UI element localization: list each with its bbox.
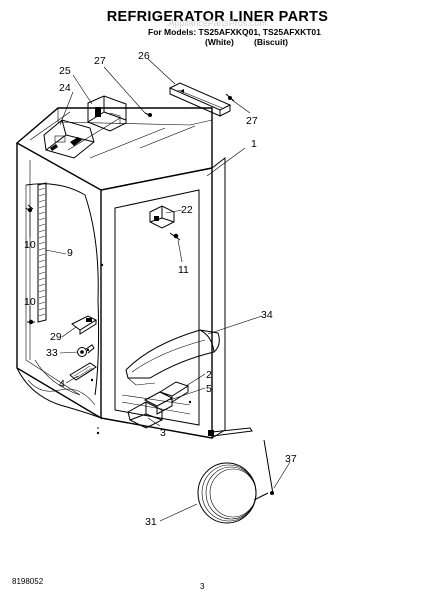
part-3-bracket xyxy=(127,401,163,429)
callout-9: 9 xyxy=(67,247,73,259)
leader-lines xyxy=(29,58,291,522)
liner-top xyxy=(15,107,213,191)
callout-26: 26 xyxy=(138,50,150,62)
callout-33: 33 xyxy=(46,347,58,359)
callout-29: 29 xyxy=(50,331,62,343)
part-10-screw-lower xyxy=(27,319,35,325)
watermark: AppliancePartsPros.com xyxy=(168,18,267,28)
part-22-clip xyxy=(149,205,175,229)
callout-5: 5 xyxy=(206,383,212,395)
callout-11: 11 xyxy=(178,264,189,276)
variant-biscuit: (Biscuit) xyxy=(254,37,288,47)
part-2-bracket xyxy=(158,381,190,403)
part-27-screw-upper-left xyxy=(144,112,152,117)
callout-labels: 25 24 27 26 27 1 22 10 11 9 10 34 29 33 … xyxy=(24,50,297,528)
diagram-title: REFRIGERATOR LINER PARTS xyxy=(106,9,329,25)
part-9-rail xyxy=(37,182,47,323)
part-25-bracket xyxy=(87,95,127,132)
callout-24: 24 xyxy=(59,82,71,94)
part-37-screw xyxy=(263,439,274,495)
part-27-screw-upper-right xyxy=(225,93,235,102)
part-26-bracket xyxy=(168,82,232,117)
callout-3: 3 xyxy=(160,427,166,439)
variant-white: (White) xyxy=(205,37,234,47)
callout-27-top: 27 xyxy=(94,55,106,67)
callout-4: 4 xyxy=(59,378,65,390)
callout-37: 37 xyxy=(285,453,297,465)
part-37-cable-tie xyxy=(208,427,253,437)
liner-shell xyxy=(15,107,226,439)
document-number: 8198052 xyxy=(12,577,44,586)
callout-10-lower: 10 xyxy=(24,296,36,308)
callout-34: 34 xyxy=(261,309,273,321)
part-31-wire-coil xyxy=(197,462,269,524)
part-33-bulb xyxy=(77,344,95,357)
part-5-plate xyxy=(143,391,174,415)
callout-31: 31 xyxy=(145,516,157,528)
callout-2: 2 xyxy=(206,369,212,381)
liner-front-frame xyxy=(100,167,213,439)
part-10-screw-upper xyxy=(25,204,34,213)
part-4-vent xyxy=(69,362,97,381)
callout-1: 1 xyxy=(251,138,257,150)
page-number: 3 xyxy=(200,582,205,591)
callout-10-upper: 10 xyxy=(24,239,36,251)
callout-25: 25 xyxy=(59,65,71,77)
models-line: For Models: TS25AFXKQ01, TS25AFXKT01 xyxy=(148,27,321,37)
part-29-switch xyxy=(71,315,98,335)
part-34-cover xyxy=(125,329,220,386)
part-11-screw xyxy=(169,232,181,241)
callout-27-right: 27 xyxy=(246,115,258,127)
callout-22: 22 xyxy=(181,204,193,216)
part-24-housing xyxy=(43,119,95,159)
